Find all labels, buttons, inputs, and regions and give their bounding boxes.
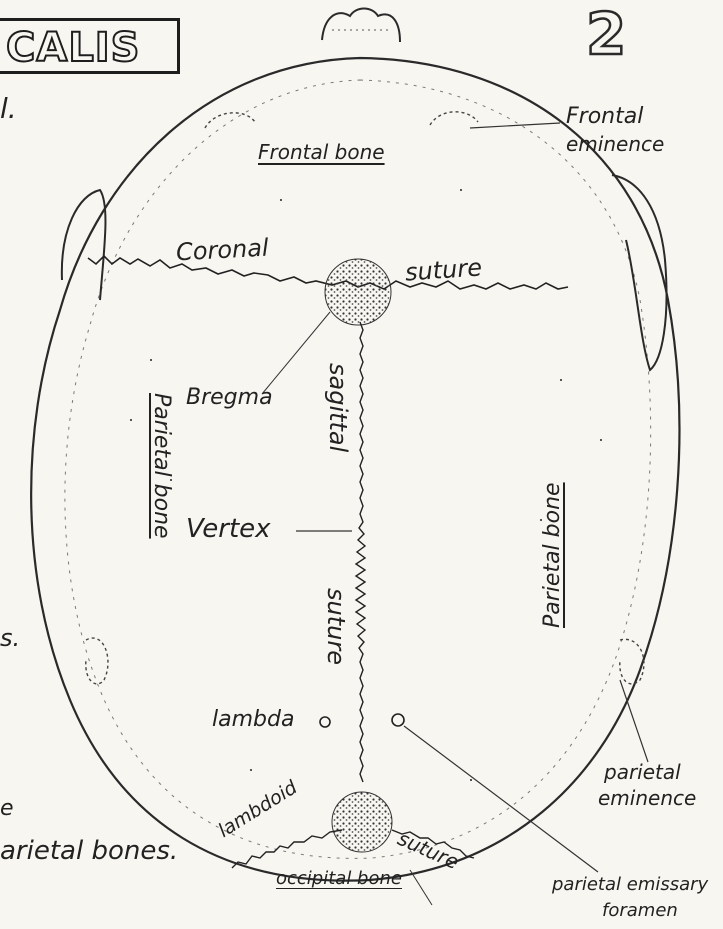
coronal-suture-label: suture xyxy=(404,253,483,286)
occipital-leader xyxy=(410,870,432,905)
parietal-bone-right-label: Parietal bone xyxy=(540,482,565,628)
sagittal-label: sagittal xyxy=(324,363,352,452)
occipital-bone-label: occipital bone xyxy=(276,868,402,889)
parietal-eminence-label-2: eminence xyxy=(598,786,696,810)
right-frontal-eminence xyxy=(430,112,478,125)
vertex-label: Vertex xyxy=(186,514,271,544)
parietal-bone-left-label: Parietal bone xyxy=(149,393,174,539)
title-box: CALIS xyxy=(0,18,180,74)
lambdoid-suture xyxy=(232,830,342,868)
margin-fragment-middle: s. xyxy=(0,624,20,652)
right-emissary-foramen xyxy=(392,714,404,726)
frontal-eminence-label-1: Frontal xyxy=(566,104,643,129)
parietal-emissary-label-1: parietal emissary xyxy=(552,874,708,895)
parietal-emissary-label-2: foramen xyxy=(602,900,678,921)
bregma-mark xyxy=(325,259,391,325)
right-parietal-eminence xyxy=(620,639,644,684)
frontal-bone-label: Frontal bone xyxy=(258,140,385,164)
frontal-eminence-leader xyxy=(470,123,560,128)
sagittal-suture-label: suture xyxy=(322,588,350,665)
parietal-eminence-label-1: parietal xyxy=(604,760,681,784)
frontal-eminence-label-2: eminence xyxy=(566,132,664,156)
left-emissary-foramen xyxy=(320,717,330,727)
lambda-label: lambda xyxy=(212,707,294,732)
bregma-leader xyxy=(262,312,330,394)
left-frontal-eminence xyxy=(205,113,255,128)
lambda-mark xyxy=(332,792,392,852)
nasal-tab xyxy=(322,9,400,43)
page-title: CALIS xyxy=(6,25,141,71)
margin-fragment-top: l. xyxy=(0,92,17,125)
coronal-label: Coronal xyxy=(175,234,269,267)
skull-outline xyxy=(31,58,679,881)
sagittal-suture xyxy=(356,322,365,782)
parietal-eminence-leader xyxy=(620,680,648,762)
page-number: 2 xyxy=(586,0,626,68)
bregma-label: Bregma xyxy=(186,385,273,410)
right-zygomatic-arch xyxy=(612,175,667,370)
margin-fragment-lower: e xyxy=(0,796,14,821)
margin-fragment-bottom: arietal bones. xyxy=(0,836,178,866)
